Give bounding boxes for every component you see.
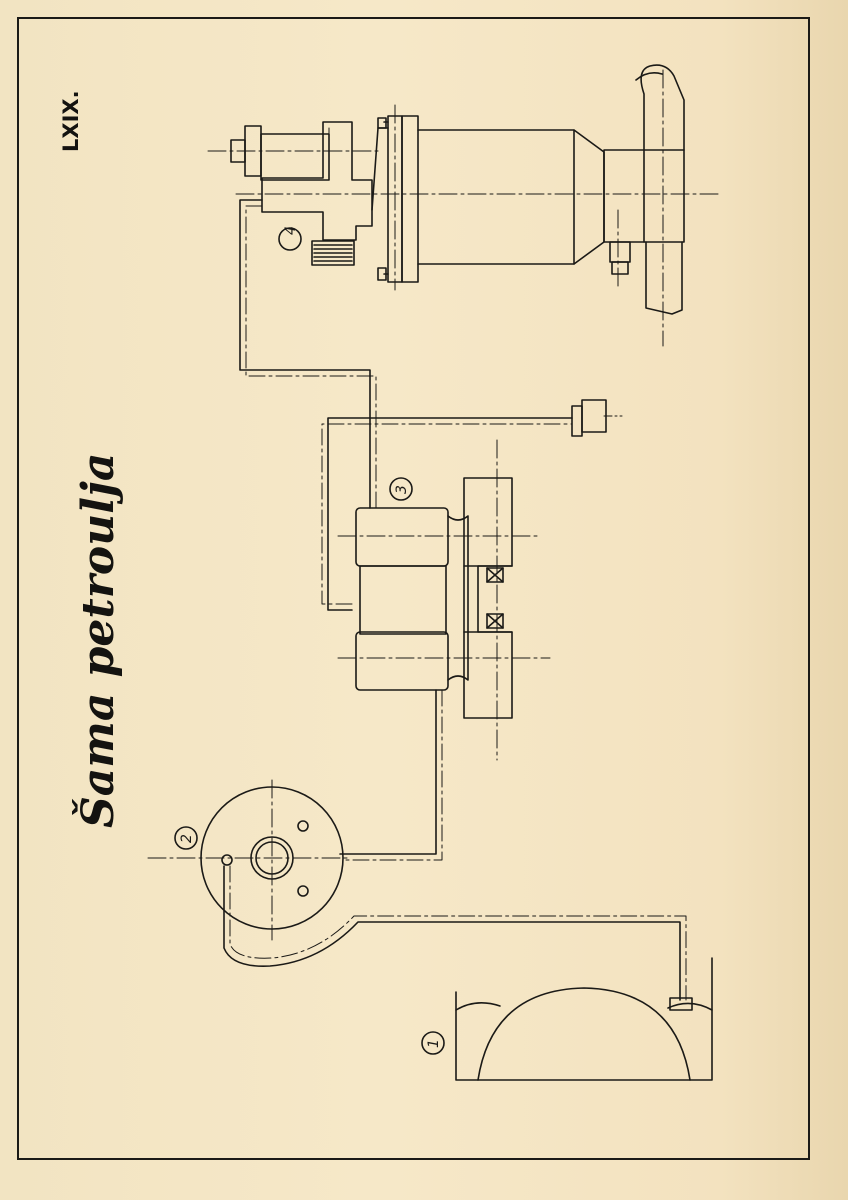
label-component-3: 3 <box>394 485 410 494</box>
label-component-2: 2 <box>179 834 195 843</box>
drawing-title: Šama petroulja <box>71 453 124 828</box>
fuel-tank <box>421 957 713 1081</box>
label-component-1: 1 <box>426 1039 442 1048</box>
sheet-border <box>17 17 810 1160</box>
suction-line <box>223 865 687 1001</box>
oil-line-atomizer <box>239 199 377 509</box>
atomizer-assembly <box>230 64 685 315</box>
filter-assembly <box>355 477 513 719</box>
oil-line-filter-pump <box>339 689 443 861</box>
return-line <box>321 399 623 611</box>
label-component-4: 4 <box>283 226 299 235</box>
plate-number: LXIX. <box>59 90 83 152</box>
